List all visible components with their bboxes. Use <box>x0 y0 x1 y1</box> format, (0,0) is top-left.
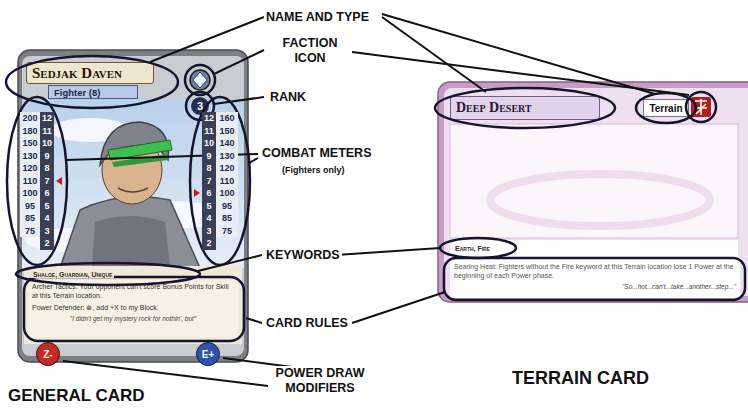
card-text: "I didn't get my mystery rock for nothin… <box>32 315 234 323</box>
card-text: Archer Tactics: Your opponent can't scor… <box>32 282 234 300</box>
faction-glyph <box>695 99 707 115</box>
name-plate: Sedjak Daven <box>26 62 154 84</box>
combat-meter: 200 180 150 130 120 110 100 95 85 7512 1… <box>20 112 54 250</box>
leader-line <box>63 14 689 386</box>
card-text: 3 <box>197 100 203 112</box>
fighter-illustration <box>22 98 244 268</box>
card-text: 12 11 10 9 8 7 6 5 4 3 2 <box>202 112 216 250</box>
callout-label: FACTION ICON <box>268 36 352 66</box>
card-text: Shaloe, Guardian, Unique <box>31 271 114 278</box>
card-text: Z- <box>43 349 52 360</box>
card-text: Earth, Fire <box>453 245 492 252</box>
rules-box: Archer Tactics: Your opponent can't scor… <box>28 280 238 338</box>
rules-box: Searing Heat: Fighters without the Fire … <box>450 260 740 298</box>
power-draw-modifier: E+ <box>196 342 220 366</box>
card-text: Searing Heat: Fighters without the Fire … <box>454 262 736 280</box>
callout-label: CARD RULES <box>264 316 350 331</box>
text-area <box>24 266 242 344</box>
callout-label: NAME AND TYPE <box>264 10 371 25</box>
meter-marker <box>56 177 62 185</box>
terrain-card: TERRAIN CARDDeep DesertTerrainEarth, Fir… <box>438 82 748 302</box>
faction-icon <box>691 97 711 117</box>
card-face <box>444 88 748 296</box>
card-text: Power Defender: ⊗, add +X to my Block. <box>32 303 234 312</box>
meter-marker <box>194 189 200 197</box>
callout-label: COMBAT METERS <box>260 146 374 161</box>
name-plate: Deep Desert <box>450 96 600 120</box>
card-text: 12 11 10 9 8 7 6 5 4 3 2 <box>40 112 54 250</box>
highlight-outline <box>6 56 745 341</box>
type-bar: Fighter (8) <box>48 85 138 99</box>
terrain-art <box>450 124 738 238</box>
terrain-art <box>490 174 710 226</box>
faction-gem <box>193 72 207 88</box>
callout-label: KEYWORDS <box>264 248 342 263</box>
card-frame <box>18 50 248 362</box>
callout-label: RANK <box>268 90 308 105</box>
callout-label: POWER DRAW MODIFIERS <box>268 366 372 396</box>
card-caption: TERRAIN CARD <box>512 368 649 389</box>
card-text: Sedjak Daven <box>32 65 122 82</box>
keyword-bar: Shaloe, Guardian, Unique <box>28 268 188 280</box>
power-draw-modifier: Z- <box>36 342 60 366</box>
card-text: "So...hot...can't...take...another...ste… <box>454 283 736 291</box>
card-text: 200 180 150 130 120 110 100 95 85 75 <box>20 112 40 237</box>
type-bar: Terrain <box>643 99 689 117</box>
card-text: Terrain <box>649 103 682 114</box>
card-text: Deep Desert <box>456 100 532 116</box>
card-text: E+ <box>202 349 215 360</box>
card-face <box>22 56 244 356</box>
faction-icon <box>190 70 210 90</box>
card-text: 160 150 140 130 120 110 100 95 85 75 <box>216 112 238 237</box>
general-card: GENERAL CARDSedjak DavenFighter (8)3200 … <box>18 50 248 362</box>
combat-meter: 12 11 10 9 8 7 6 5 4 3 2160 150 140 130 … <box>202 112 238 250</box>
card-text: Fighter (8) <box>54 87 100 98</box>
keyword-bar: Earth, Fire <box>450 242 510 254</box>
callout-label: (Fighters only) <box>280 163 347 178</box>
card-caption: GENERAL CARD <box>8 386 145 406</box>
card-frame <box>438 82 748 302</box>
